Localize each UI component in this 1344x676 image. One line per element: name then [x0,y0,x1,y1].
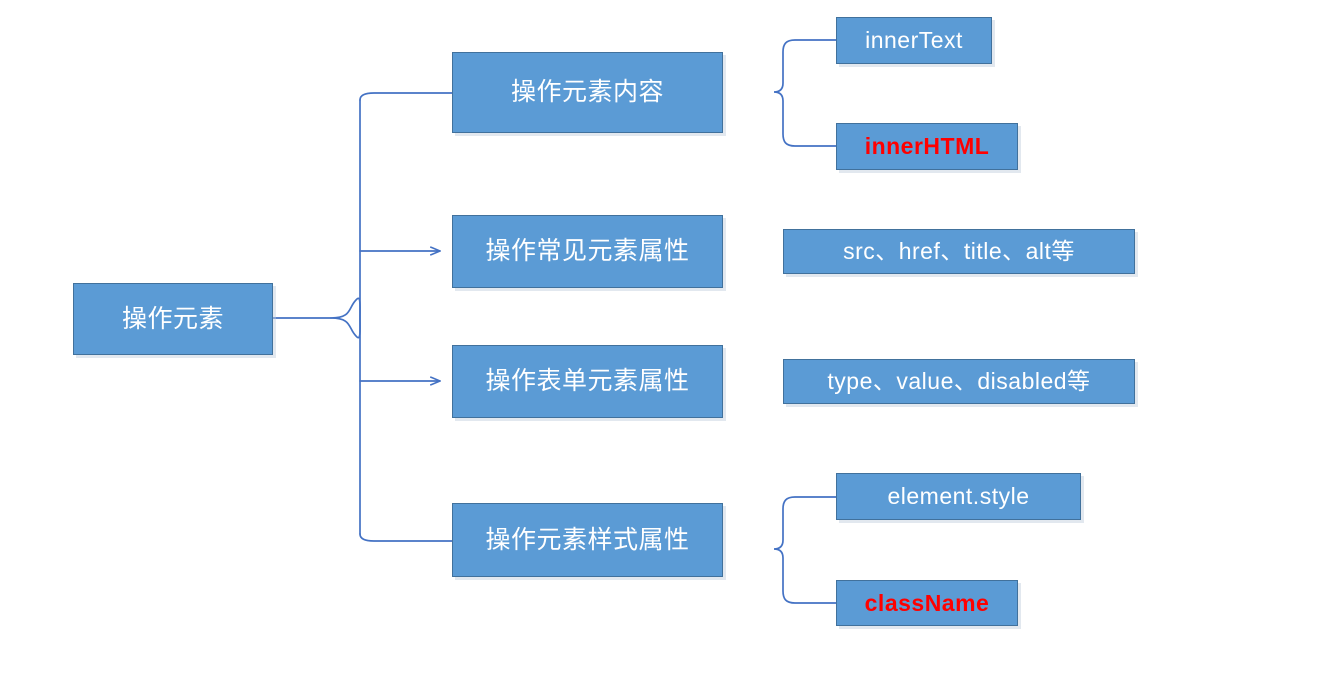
node-branch-common-attributes-label: 操作常见元素属性 [485,237,690,266]
edge-root-to-spine [330,297,361,339]
node-leaf-classname[interactable]: className [836,580,1018,626]
node-leaf-form-attribute-list-label: type、value、disabled等 [827,368,1091,395]
node-leaf-common-attribute-list[interactable]: src、href、title、alt等 [783,229,1135,274]
node-leaf-innertext[interactable]: innerText [836,17,992,64]
node-leaf-element-style-label: element.style [887,483,1030,510]
node-branch-form-attributes-label: 操作表单元素属性 [485,367,690,396]
node-leaf-form-attribute-list[interactable]: type、value、disabled等 [783,359,1135,404]
node-leaf-classname-label: className [864,589,990,616]
node-leaf-innerhtml[interactable]: innerHTML [836,123,1018,170]
node-branch-element-content[interactable]: 操作元素内容 [452,52,723,133]
node-leaf-common-attribute-list-label: src、href、title、alt等 [843,238,1075,265]
node-leaf-element-style[interactable]: element.style [836,473,1081,520]
node-branch-common-attributes[interactable]: 操作常见元素属性 [452,215,723,288]
node-leaf-innertext-label: innerText [865,27,963,54]
node-branch-style-attributes[interactable]: 操作元素样式属性 [452,503,723,577]
node-leaf-innerhtml-label: innerHTML [864,133,990,160]
edge-brace-style [773,496,837,604]
edge-brace-content [773,39,837,147]
edge-branch-4 [359,533,453,542]
edge-branch-1 [359,92,453,101]
node-branch-form-attributes[interactable]: 操作表单元素属性 [452,345,723,418]
node-branch-element-content-label: 操作元素内容 [510,78,664,107]
node-root-label: 操作元素 [121,304,224,333]
node-branch-style-attributes-label: 操作元素样式属性 [485,525,690,554]
node-root[interactable]: 操作元素 [73,283,273,355]
